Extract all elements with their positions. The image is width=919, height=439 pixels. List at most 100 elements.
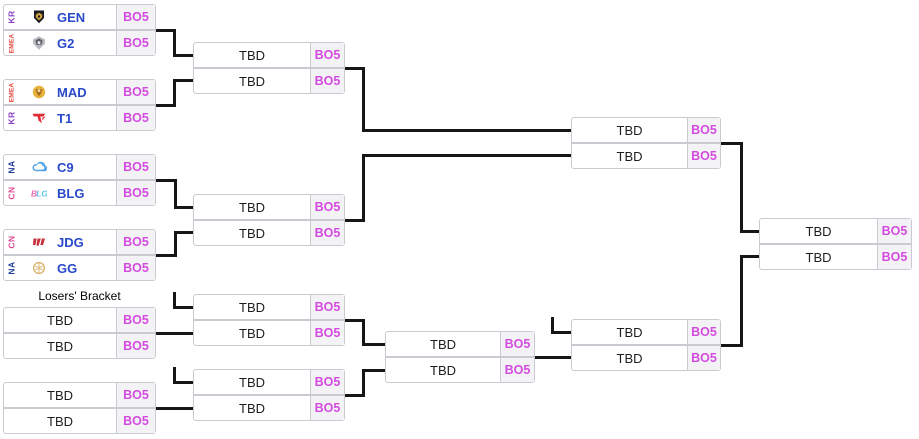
lb-round2b-to-round3-segment [361,368,387,372]
lb-drop-stub-1-segment [172,305,195,309]
bo5-badge: BO5 [310,43,344,67]
lb-round4-to-grand-final-segment [719,343,743,347]
bo5-badge: BO5 [116,31,155,55]
team-link[interactable]: BLG [57,185,85,201]
tbd-text: TBD [430,362,456,378]
ub-m3-to-sf2-segment [173,205,195,209]
ub-m2-to-sf1-segment [154,103,176,107]
tbd-text: TBD [239,325,265,341]
lb-round2a-to-round3-segment [361,342,387,346]
team-cell: NA C9 [4,155,116,179]
lb-round4-to-grand-final-segment [739,254,743,347]
mad-logo-icon[interactable] [30,84,47,101]
lb-drop-stub-2-segment [172,380,195,384]
region-tag-label: EMEA [8,33,15,53]
lb-drop-stub-3-segment [550,330,573,334]
tbd-text: TBD [239,199,265,215]
tbd-text: TBD [239,374,265,390]
tbd-text: TBD [239,299,265,315]
lb-round2a-to-round3-segment [361,318,365,346]
ub-m2-to-sf1-segment [172,78,176,107]
lb-m2-to-round2-segment [154,406,195,410]
g2-logo-icon[interactable] [30,35,47,52]
ub-sf2-to-final-segment [343,218,365,222]
svg-text:LG: LG [36,189,47,199]
bo5-badge: BO5 [116,155,155,179]
bo5-badge: BO5 [500,358,534,382]
tbd-text: TBD [616,324,643,340]
ub-m4-to-sf2-segment [173,230,177,257]
ub-sf2-to-final-segment [361,153,365,222]
team-cell: TBD [4,334,116,358]
region-tag-label: NA [6,160,17,174]
gen-logo-icon[interactable] [30,9,47,26]
team-cell: EMEA MAD [4,80,116,104]
c9-logo-icon[interactable] [30,159,47,176]
lb-drop-stub-1-segment [172,291,176,309]
team-cell: NA GG [4,256,116,280]
team-cell: TBD [760,245,877,269]
tbd-text: TBD [239,73,265,89]
team-cell: TBD [572,118,687,142]
bo5-badge: BO5 [687,118,720,142]
ub-sf1-to-final-segment [361,128,573,132]
tbd-text: TBD [616,350,643,366]
match-slot: TBD BO5 [386,356,534,382]
team-link[interactable]: GG [57,260,78,276]
bo5-badge: BO5 [310,221,344,245]
jdg-logo-icon[interactable] [30,234,47,251]
ub-final-to-grand-final-segment [719,141,743,145]
lb-round2a-to-round3-segment [343,318,365,322]
lb-round2b-to-round3-segment [361,368,365,397]
bo5-badge: BO5 [687,144,720,168]
team-link[interactable]: G2 [57,35,75,51]
team-cell: TBD [572,144,687,168]
lb-round3-to-round4-segment [533,355,573,359]
team-cell: TBD [572,346,687,370]
team-link[interactable]: JDG [57,234,84,250]
gg-logo-icon[interactable] [30,260,47,277]
team-link[interactable]: T1 [57,110,73,126]
region-tag: NA [4,261,19,274]
lb-round2b-to-round3-segment [343,393,365,397]
ub-m2-to-sf1-segment [172,78,195,82]
team-cell: TBD [194,195,310,219]
team-cell: EMEA G2 [4,31,116,55]
team-cell: TBD [386,332,500,356]
region-tag: EMEA [4,82,19,102]
team-link[interactable]: GEN [57,9,86,25]
region-tag-label: KR [6,111,17,125]
region-tag-label: EMEA [8,82,15,102]
bo5-badge: BO5 [310,321,344,345]
t1-logo-icon[interactable] [30,110,47,127]
bo5-badge: BO5 [116,308,155,332]
team-link[interactable]: C9 [57,159,74,175]
team-cell: TBD [194,43,310,67]
team-cell: KR T1 [4,106,116,130]
team-link[interactable]: MAD [57,84,87,100]
bo5-badge: BO5 [116,334,155,358]
bo5-badge: BO5 [116,106,155,130]
team-cell: TBD [4,308,116,332]
match-slot: KR T1 BO5 [4,104,155,130]
